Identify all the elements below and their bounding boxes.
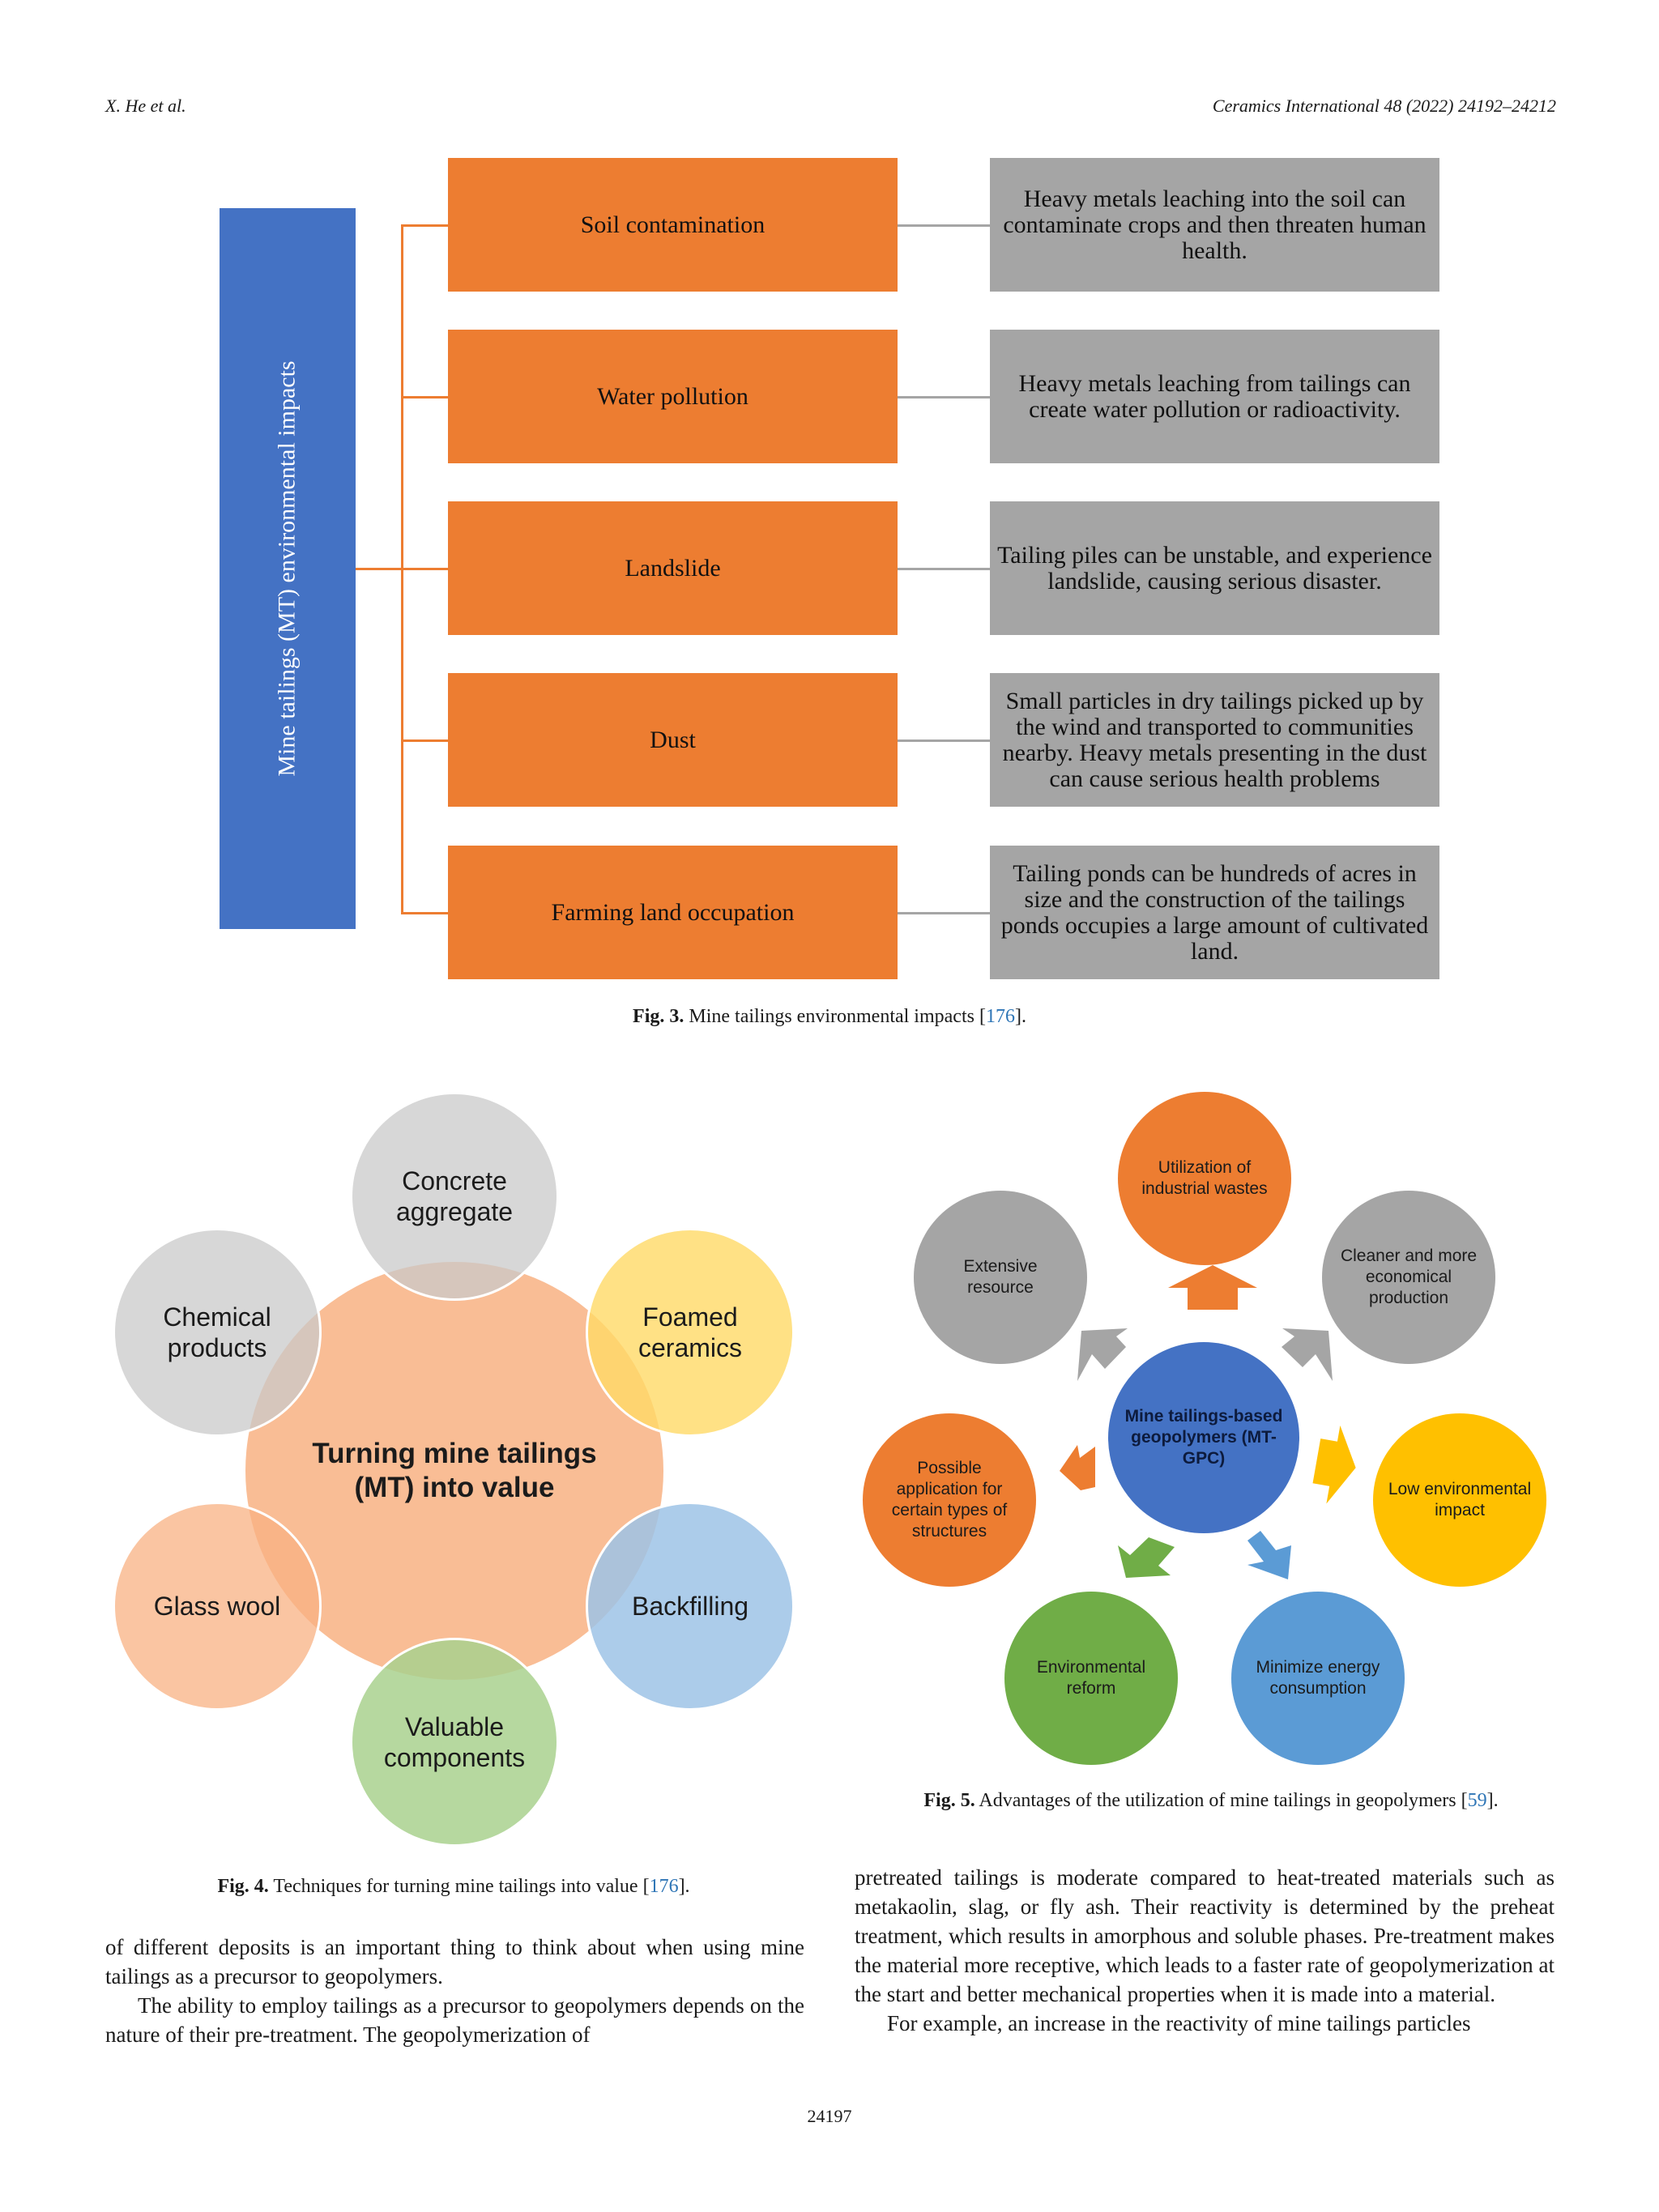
technique-label: Foamed ceramics xyxy=(638,1302,742,1362)
figure-5-caption: Fig. 5. Advantages of the utilization of… xyxy=(855,1790,1567,1812)
caption-label: Fig. 5. xyxy=(923,1790,975,1811)
figure-4-caption: Fig. 4. Techniques for turning mine tail… xyxy=(105,1876,802,1898)
advantage-label: Possible application for certain types o… xyxy=(891,1459,1008,1541)
center-circle-mt-gpc: Mine tailings-based geopolymers (MT-GPC) xyxy=(1108,1342,1299,1533)
caption-text: Techniques for turning mine tailings int… xyxy=(273,1876,650,1897)
paragraph: of different deposits is an important th… xyxy=(105,1935,804,1988)
description-box-landslide: Tailing piles can be unstable, and exper… xyxy=(990,501,1439,635)
description-box-dust: Small particles in dry tailings picked u… xyxy=(990,673,1439,807)
caption-text: ]. xyxy=(678,1876,690,1897)
impact-label: Farming land occupation xyxy=(551,898,795,926)
root-box: Mine tailings (MT) environmental impacts xyxy=(220,208,356,929)
description-box-water: Heavy metals leaching from tailings can … xyxy=(990,330,1439,463)
connector-branch xyxy=(401,912,448,914)
center-label: Turning mine tailings (MT) into value xyxy=(312,1438,597,1503)
description-text: Heavy metals leaching from tailings can … xyxy=(1018,369,1411,423)
figure-3: Mine tailings (MT) environmental impacts… xyxy=(0,0,1659,1053)
connector-branch xyxy=(401,739,448,742)
advantage-circle-low-impact: Low environmental impact xyxy=(1373,1413,1546,1587)
arrow-upright-icon xyxy=(1282,1328,1333,1381)
connector-branch xyxy=(401,568,448,570)
paragraph: pretreated tailings is moderate compared… xyxy=(855,1865,1555,2006)
advantage-circle-cleaner-production: Cleaner and more economical production xyxy=(1322,1191,1495,1364)
description-connector xyxy=(898,912,990,914)
impact-box-farming: Farming land occupation xyxy=(448,846,898,979)
impact-box-dust: Dust xyxy=(448,673,898,807)
caption-text: Mine tailings environmental impacts [ xyxy=(689,1006,986,1027)
figure-3-caption: Fig. 3. Mine tailings environmental impa… xyxy=(0,1006,1659,1028)
description-text: Small particles in dry tailings picked u… xyxy=(1002,687,1427,792)
right-column-text: pretreated tailings is moderate compared… xyxy=(855,1863,1555,2038)
description-text: Tailing piles can be unstable, and exper… xyxy=(997,541,1432,595)
advantage-label: Cleaner and more economical production xyxy=(1340,1247,1478,1307)
connector-branch xyxy=(401,224,448,227)
advantage-label: Minimize energy consumption xyxy=(1256,1658,1380,1698)
advantage-circle-minimize-energy: Minimize energy consumption xyxy=(1231,1592,1405,1765)
technique-label: Backfilling xyxy=(631,1592,749,1621)
caption-label: Fig. 4. xyxy=(217,1876,269,1897)
impact-box-landslide: Landslide xyxy=(448,501,898,635)
caption-text: ]. xyxy=(1486,1790,1499,1811)
caption-text: ]. xyxy=(1014,1006,1026,1027)
paragraph: The ability to employ tailings as a prec… xyxy=(105,1993,804,2047)
impact-label: Dust xyxy=(650,726,696,753)
arrow-right-icon xyxy=(1312,1426,1356,1504)
description-connector xyxy=(898,568,990,570)
technique-circle-valuable: Valuable components xyxy=(350,1638,559,1847)
impact-box-soil: Soil contamination xyxy=(448,158,898,292)
impact-label: Landslide xyxy=(625,554,721,582)
running-header-journal: Ceramics International 48 (2022) 24192–2… xyxy=(1212,96,1556,116)
arrow-up-icon xyxy=(1168,1265,1257,1310)
technique-label: Valuable components xyxy=(383,1712,526,1772)
connector-branch xyxy=(401,396,448,399)
left-column-text: of different deposits is an important th… xyxy=(105,1933,804,2049)
arrow-downleft-icon xyxy=(1118,1537,1175,1578)
arrow-left-icon xyxy=(1060,1445,1095,1490)
paragraph: For example, an increase in the reactivi… xyxy=(887,2011,1471,2035)
advantage-circle-environmental-reform: Environmental reform xyxy=(1004,1592,1178,1765)
technique-circle-chemical: Chemical products xyxy=(113,1228,322,1437)
technique-circle-foamed: Foamed ceramics xyxy=(586,1228,795,1437)
advantage-circle-industrial-wastes: Utilization of industrial wastes xyxy=(1118,1092,1291,1265)
description-box-farming: Tailing ponds can be hundreds of acres i… xyxy=(990,846,1439,979)
advantage-label: Environmental reform xyxy=(1036,1658,1146,1698)
advantage-circle-extensive-resource: Extensive resource xyxy=(914,1191,1087,1364)
description-connector xyxy=(898,739,990,742)
impact-box-water: Water pollution xyxy=(448,330,898,463)
page-number: 24197 xyxy=(807,2106,852,2126)
advantage-label: Extensive resource xyxy=(963,1257,1038,1297)
description-text: Tailing ponds can be hundreds of acres i… xyxy=(1000,859,1429,965)
description-box-soil: Heavy metals leaching into the soil can … xyxy=(990,158,1439,292)
citation-link[interactable]: 176 xyxy=(985,1006,1015,1027)
citation-link[interactable]: 59 xyxy=(1467,1790,1487,1811)
caption-label: Fig. 3. xyxy=(633,1006,684,1027)
technique-label: Concrete aggregate xyxy=(395,1166,514,1226)
center-label: Mine tailings-based geopolymers (MT-GPC) xyxy=(1124,1407,1283,1468)
caption-text: Advantages of the utilization of mine ta… xyxy=(979,1790,1468,1811)
advantage-circle-structures: Possible application for certain types o… xyxy=(863,1413,1036,1587)
advantage-label: Utilization of industrial wastes xyxy=(1141,1158,1268,1198)
description-connector xyxy=(898,224,990,227)
description-connector xyxy=(898,396,990,399)
advantage-label: Low environmental impact xyxy=(1388,1480,1532,1519)
impact-label: Water pollution xyxy=(597,382,748,410)
impact-label: Soil contamination xyxy=(580,211,766,238)
arrow-upleft-icon xyxy=(1077,1328,1128,1381)
citation-link[interactable]: 176 xyxy=(649,1876,679,1897)
technique-label: Chemical products xyxy=(163,1302,271,1362)
technique-circle-glass: Glass wool xyxy=(113,1502,322,1711)
connector-trunk xyxy=(356,568,402,570)
technique-circle-backfilling: Backfilling xyxy=(586,1502,795,1711)
description-text: Heavy metals leaching into the soil can … xyxy=(1003,185,1427,264)
arrow-downright-icon xyxy=(1247,1531,1291,1579)
technique-label: Glass wool xyxy=(153,1592,281,1621)
running-header-authors: X. He et al. xyxy=(105,96,186,116)
technique-circle-concrete: Concrete aggregate xyxy=(350,1092,559,1301)
